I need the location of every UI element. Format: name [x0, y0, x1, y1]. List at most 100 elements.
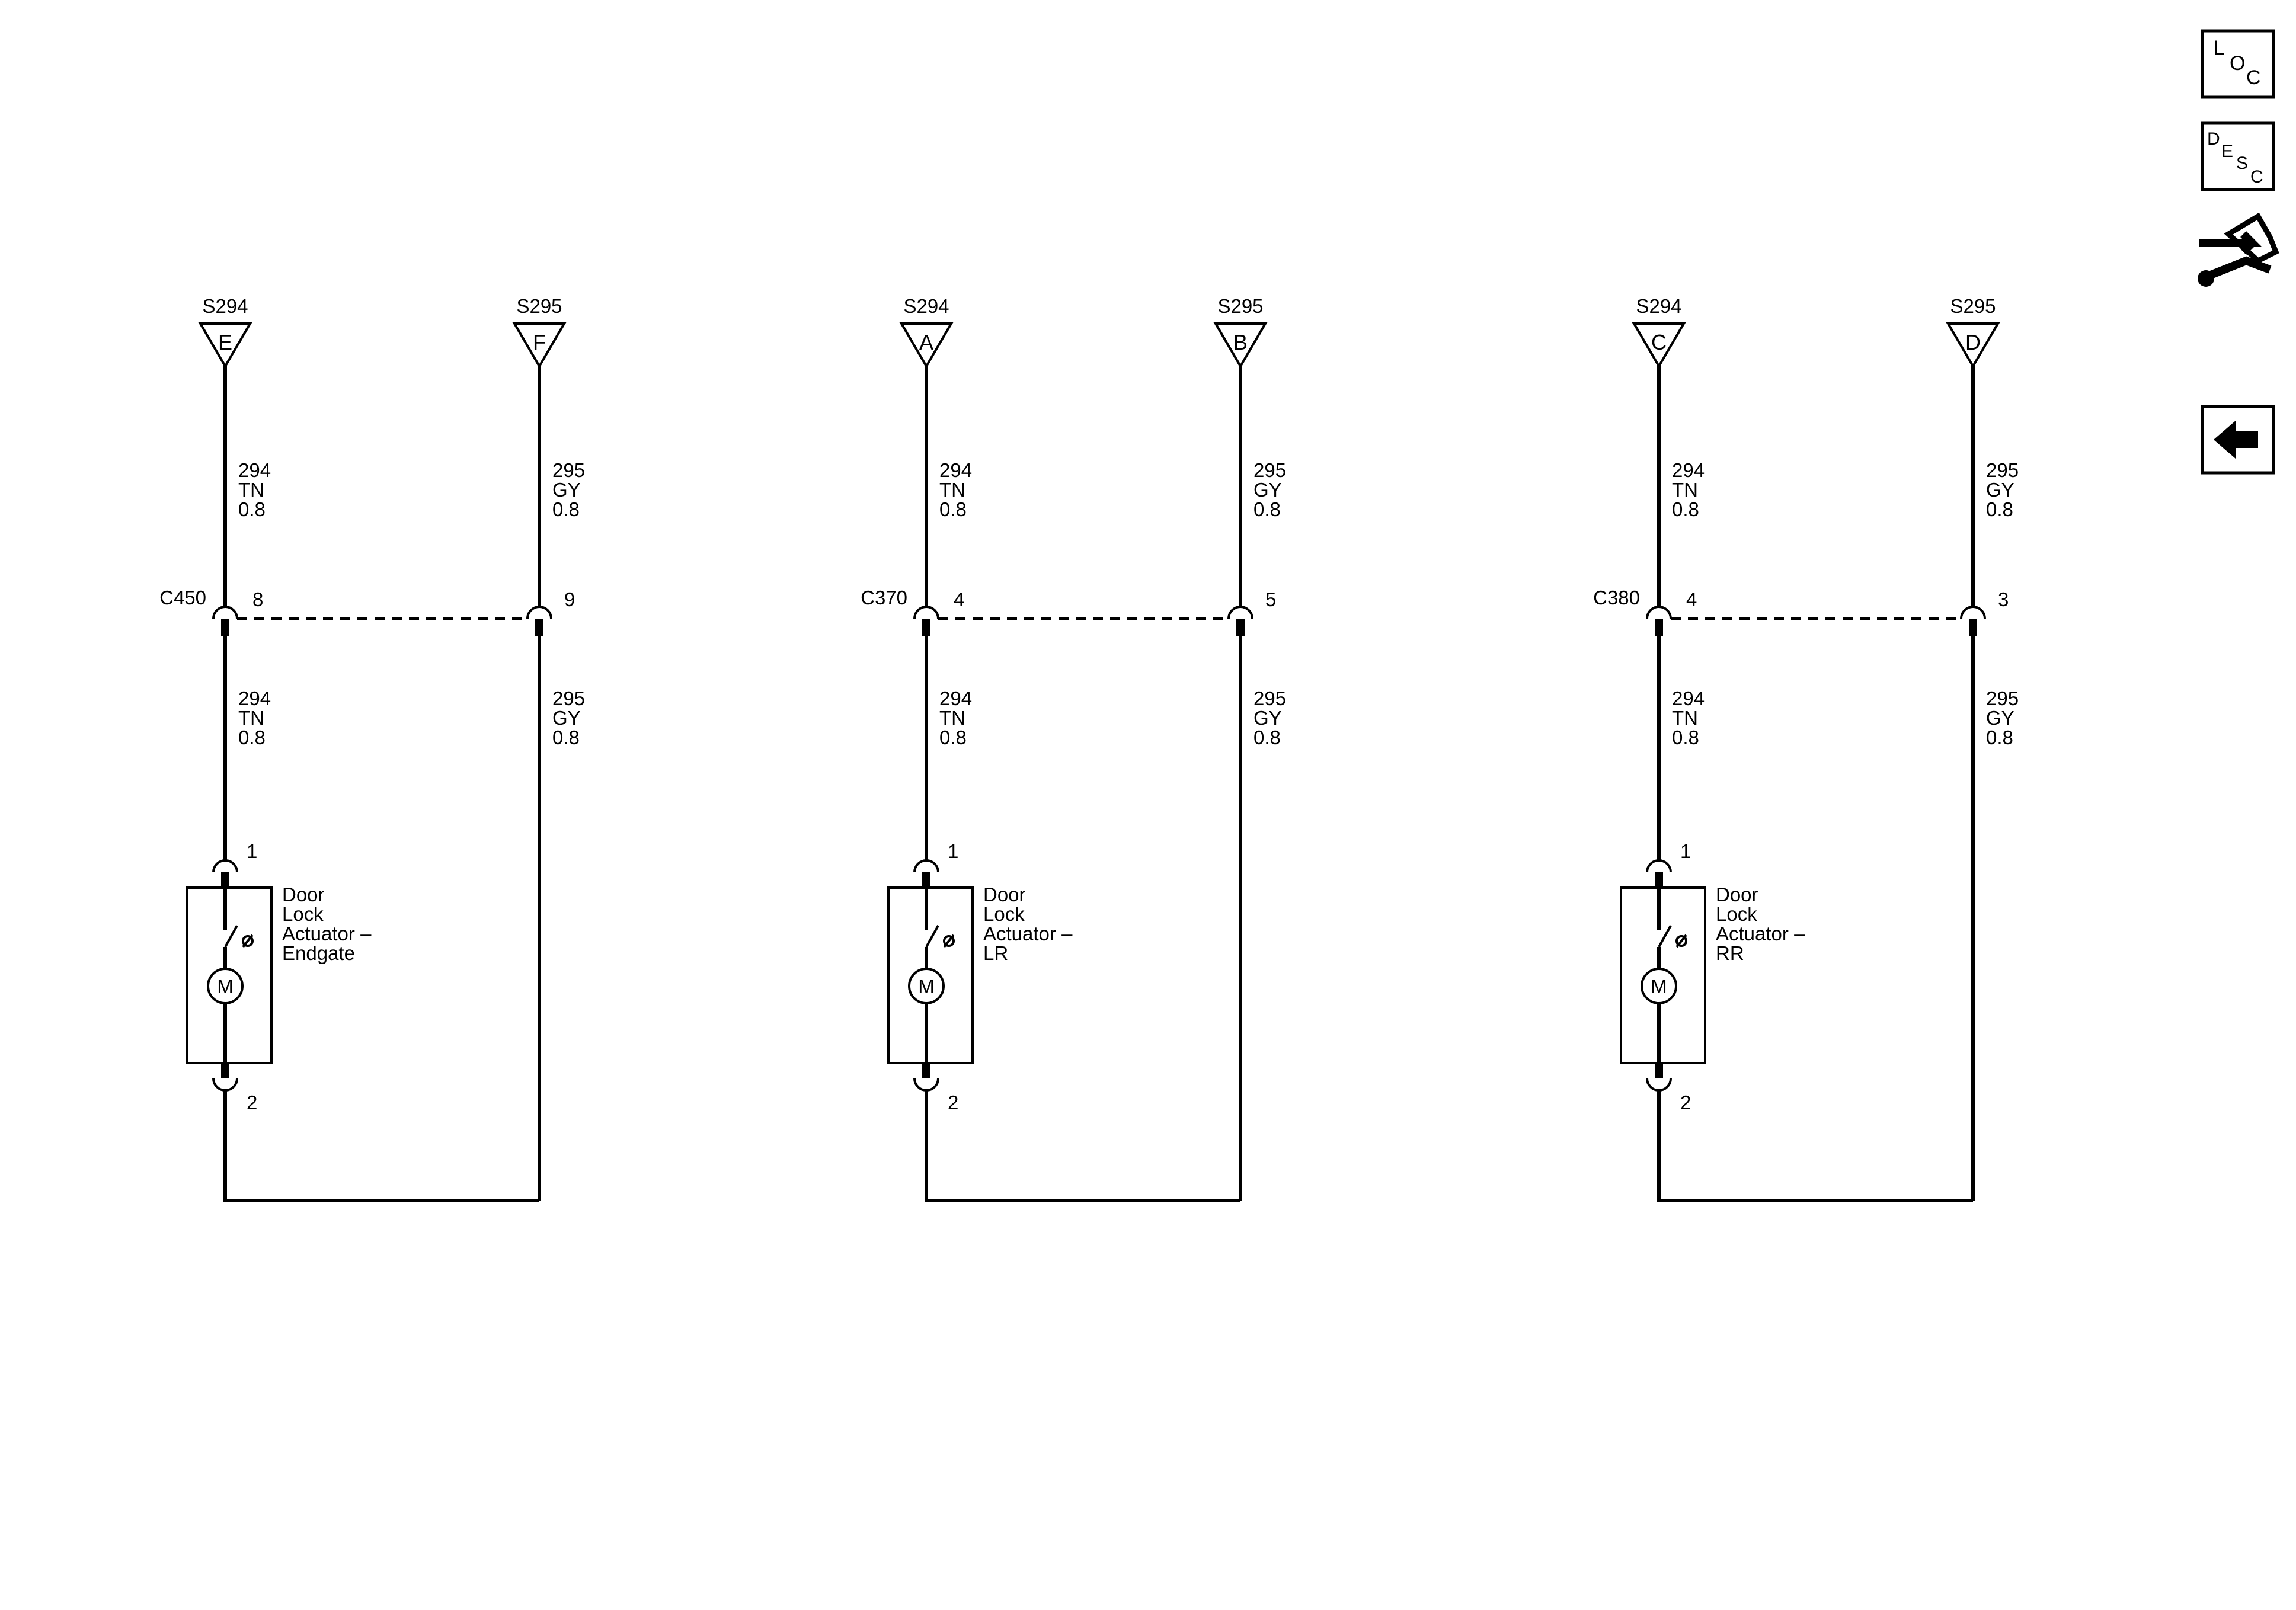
wire-color: TN [238, 479, 264, 501]
splice-pin-letter: B [1233, 330, 1248, 354]
connector-male-pin [1236, 619, 1245, 636]
wire-gauge: 0.8 [1253, 498, 1281, 520]
wire-circuit-number: 294 [939, 687, 972, 709]
connector-female-arc [913, 606, 939, 619]
lock-symbol-slash [1675, 934, 1687, 948]
splice-label: S294 [1636, 295, 1681, 317]
desc-letter-2: E [2221, 142, 2233, 161]
wire-color: TN [238, 707, 264, 729]
wire-circuit-number: 294 [1672, 459, 1705, 481]
device-name-line: Lock [983, 903, 1025, 925]
wire-color: TN [1672, 707, 1698, 729]
wire-circuit-number: 294 [238, 687, 271, 709]
desc-button[interactable]: D E S C [2201, 121, 2275, 191]
splice-triangle [1946, 322, 2000, 369]
wire-gauge: 0.8 [939, 726, 967, 748]
device-pin2 [221, 1063, 229, 1078]
switch-blade [925, 925, 939, 948]
wire-circuit-number: 295 [1986, 459, 2019, 481]
splice-triangle [899, 322, 954, 369]
loc-button[interactable]: L O C [2201, 29, 2275, 99]
connector-female-arc [1960, 606, 1986, 619]
connector-pin-right: 9 [564, 588, 575, 610]
connector-end-view-button[interactable] [2198, 212, 2279, 287]
connector-male-pin [535, 619, 543, 636]
wire-circuit-number: 295 [1253, 687, 1286, 709]
connector-male-pin [922, 619, 930, 636]
wire-color: GY [1986, 479, 2014, 501]
connector-male-pin [221, 619, 229, 636]
splice-label: S294 [202, 295, 248, 317]
desc-letter-1: D [2207, 129, 2220, 149]
wire-color: TN [939, 707, 965, 729]
device-pin2 [922, 1063, 930, 1078]
device-name-line: Lock [282, 903, 324, 925]
device-pin2-arc [913, 1078, 939, 1092]
splice-triangle [512, 322, 567, 369]
device-name-line: Door [282, 884, 325, 905]
splice-label: S294 [903, 295, 949, 317]
lock-symbol [1675, 935, 1687, 947]
back-arrow-icon [2214, 421, 2258, 459]
wire-gauge: 0.8 [238, 498, 266, 520]
wire-color: TN [939, 479, 965, 501]
wire-circuit-number: 294 [238, 459, 271, 481]
connector-pin-right: 3 [1998, 588, 2009, 610]
connector-id: C370 [861, 587, 907, 609]
loc-letter-3: C [2246, 66, 2261, 89]
device-pin-top-number: 1 [247, 840, 257, 862]
device-pin2-arc [1646, 1078, 1672, 1092]
return-wire [223, 1090, 539, 1202]
connector-female-arc [1227, 606, 1253, 619]
motor-label: M [217, 975, 234, 997]
connector-pin-left: 4 [954, 588, 964, 610]
device-name-line: Door [983, 884, 1026, 905]
wire-gauge: 0.8 [1986, 726, 2013, 748]
loc-letter-1: L [2214, 37, 2225, 59]
wire-circuit-number: 295 [552, 687, 585, 709]
wire-circuit-number: 294 [1672, 687, 1705, 709]
desc-letter-4: C [2250, 167, 2263, 187]
splice-pin-letter: F [533, 330, 546, 354]
lock-symbol [943, 935, 955, 947]
motor-label: M [1651, 975, 1667, 997]
device-pin2 [1655, 1063, 1663, 1078]
device-name-line: Actuator – [282, 923, 372, 945]
splice-label: S295 [1217, 295, 1263, 317]
loc-letter-2: O [2230, 52, 2245, 75]
device-pin-bottom-number: 2 [247, 1092, 257, 1113]
wire-gauge: 0.8 [238, 726, 266, 748]
wire-color: GY [1253, 707, 1282, 729]
wire-color: TN [1672, 479, 1698, 501]
connector-pin-right: 5 [1265, 588, 1276, 610]
device-name-line: Lock [1716, 903, 1757, 925]
device-pin-bottom-number: 2 [948, 1092, 958, 1113]
splice-pin-letter: C [1651, 330, 1667, 354]
wire-gauge: 0.8 [552, 726, 580, 748]
connector-female-arc [526, 606, 552, 619]
wire-color: GY [552, 479, 581, 501]
connector-male-pin [1655, 619, 1663, 636]
splice-pin-letter: D [1965, 330, 1981, 354]
back-button[interactable] [2201, 405, 2275, 475]
splice-triangle [1213, 322, 1268, 369]
device-name-line: Door [1716, 884, 1758, 905]
switch-blade [1658, 925, 1672, 948]
connector-id: C450 [159, 587, 206, 609]
lock-symbol [242, 935, 254, 947]
wire-circuit-number: 294 [939, 459, 972, 481]
wire-gauge: 0.8 [1672, 498, 1699, 520]
device-pin2-arc [212, 1078, 238, 1092]
wire-gauge: 0.8 [1672, 726, 1699, 748]
device-name-line: Actuator – [983, 923, 1073, 945]
wire-circuit-number: 295 [1986, 687, 2019, 709]
wire-gauge: 0.8 [939, 498, 967, 520]
splice-pin-letter: A [919, 330, 933, 354]
connector-female-arc [212, 606, 238, 619]
lock-symbol-slash [943, 934, 955, 948]
wire-gauge: 0.8 [552, 498, 580, 520]
